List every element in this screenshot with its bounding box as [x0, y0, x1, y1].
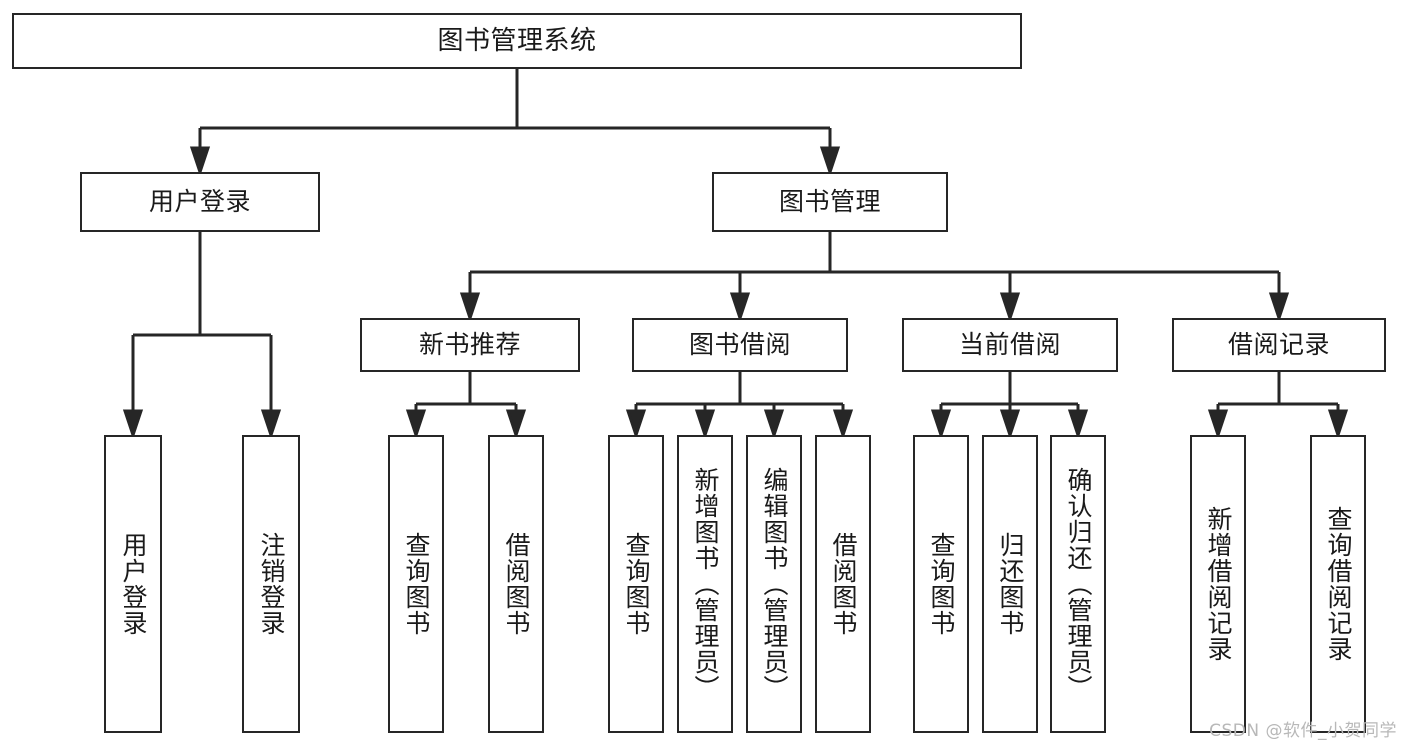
- node-leaf-edit-book-admin: 编辑图书（管理员）: [746, 435, 802, 733]
- node-leaf-query-borrow-record: 查询借阅记录: [1310, 435, 1366, 733]
- node-label: 图书管理: [778, 187, 881, 217]
- node-leaf-borrow-book-2: 借阅图书: [815, 435, 871, 733]
- node-leaf-query-book-2: 查询图书: [608, 435, 664, 733]
- node-leaf-confirm-return-admin: 确认归还（管理员）: [1050, 435, 1106, 733]
- node-label: 借阅记录: [1227, 330, 1330, 360]
- node-label: 图书管理系统: [437, 25, 597, 56]
- node-label: 借阅图书: [502, 532, 531, 636]
- node-label: 查询图书: [927, 532, 956, 636]
- node-label: 借阅图书: [829, 532, 858, 636]
- node-label: 查询借阅记录: [1324, 506, 1353, 662]
- node-label: 用户登录: [119, 532, 148, 636]
- node-leaf-add-book-admin: 新增图书（管理员）: [677, 435, 733, 733]
- node-user-login: 用户登录: [80, 172, 320, 232]
- node-leaf-query-book-1: 查询图书: [388, 435, 444, 733]
- node-label: 图书借阅: [688, 330, 791, 360]
- node-label: 用户登录: [148, 187, 251, 217]
- node-label: 归还图书: [996, 532, 1025, 636]
- node-label: 新增借阅记录: [1204, 506, 1233, 662]
- node-root: 图书管理系统: [12, 13, 1022, 69]
- node-label: 新书推荐: [418, 330, 521, 360]
- csdn-watermark: CSDN @软件_小贺同学: [1209, 721, 1397, 741]
- node-leaf-return-book: 归还图书: [982, 435, 1038, 733]
- node-leaf-user-logout: 注销登录: [242, 435, 300, 733]
- node-label: 新增图书（管理员）: [691, 467, 720, 701]
- node-leaf-user-login: 用户登录: [104, 435, 162, 733]
- node-leaf-add-borrow-record: 新增借阅记录: [1190, 435, 1246, 733]
- node-label: 注销登录: [257, 532, 286, 636]
- node-borrow-record: 借阅记录: [1172, 318, 1386, 372]
- node-label: 查询图书: [402, 532, 431, 636]
- node-label: 编辑图书（管理员）: [760, 467, 789, 701]
- node-leaf-borrow-book-1: 借阅图书: [488, 435, 544, 733]
- node-current-borrow: 当前借阅: [902, 318, 1118, 372]
- node-book-manage: 图书管理: [712, 172, 948, 232]
- node-label: 查询图书: [622, 532, 651, 636]
- node-label: 确认归还（管理员）: [1064, 467, 1093, 701]
- node-leaf-query-book-3: 查询图书: [913, 435, 969, 733]
- node-new-book-rec: 新书推荐: [360, 318, 580, 372]
- node-label: 当前借阅: [958, 330, 1061, 360]
- node-book-borrow: 图书借阅: [632, 318, 848, 372]
